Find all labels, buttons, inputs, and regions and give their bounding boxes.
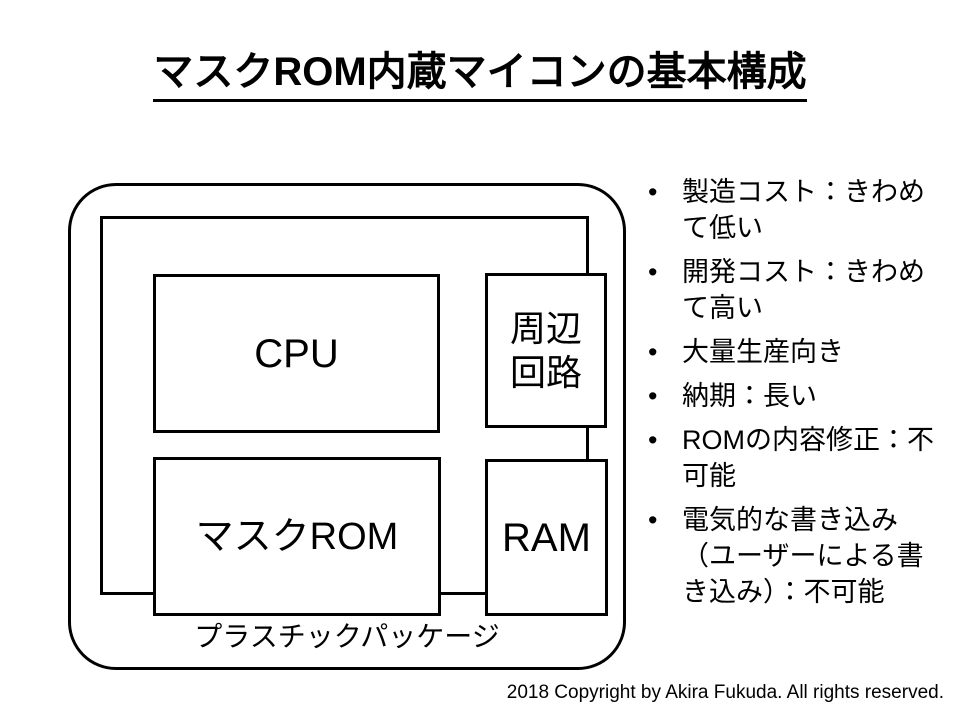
list-item: • 開発コスト：きわめて高い — [640, 254, 940, 326]
package-caption: プラスチックパッケージ — [194, 621, 500, 652]
bullet-dot-icon: • — [648, 425, 658, 455]
feature-bullet-list: • 製造コスト：きわめて低い • 開発コスト：きわめて高い • 大量生産向き •… — [640, 174, 940, 618]
block-mask-rom: マスクROM — [153, 457, 441, 616]
block-ram: RAM — [485, 459, 608, 616]
title-block: マスクROM内蔵マイコンの基本構成 — [0, 48, 960, 102]
list-item-label: 製造コスト：きわめて低い — [682, 177, 925, 243]
bullet-dot-icon: • — [648, 505, 658, 535]
block-cpu-label: CPU — [254, 331, 339, 376]
block-cpu: CPU — [153, 274, 440, 433]
list-item-label: ROMの内容修正：不可能 — [682, 425, 934, 491]
list-item: • 製造コスト：きわめて低い — [640, 174, 940, 246]
list-item: • 電気的な書き込み（ユーザーによる書き込み）：不可能 — [640, 502, 940, 610]
list-item-label: 納期：長い — [682, 381, 817, 411]
bullet-dot-icon: • — [648, 381, 658, 411]
list-item: • 大量生産向き — [640, 334, 940, 370]
bullet-dot-icon: • — [648, 177, 658, 207]
block-peripheral-circuit: 周辺 回路 — [485, 273, 607, 428]
block-mask-rom-label: マスクROM — [195, 515, 399, 558]
bullet-dot-icon: • — [648, 257, 658, 287]
block-ram-label: RAM — [502, 515, 591, 560]
page-title: マスクROM内蔵マイコンの基本構成 — [153, 48, 807, 102]
list-item-label: 電気的な書き込み（ユーザーによる書き込み）：不可能 — [682, 505, 924, 607]
die-outline: CPU 周辺 回路 マスクROM RAM — [100, 216, 608, 616]
copyright-notice: 2018 Copyright by Akira Fukuda. All righ… — [506, 682, 944, 703]
list-item-label: 大量生産向き — [682, 337, 844, 367]
list-item-label: 開発コスト：きわめて高い — [682, 257, 925, 323]
list-item: • ROMの内容修正：不可能 — [640, 422, 940, 494]
bullet-dot-icon: • — [648, 337, 658, 367]
block-peripheral-circuit-label: 周辺 回路 — [509, 307, 582, 393]
list-item: • 納期：長い — [640, 378, 940, 414]
microcontroller-diagram: CPU 周辺 回路 マスクROM RAM プラスチックパッケージ — [68, 183, 626, 670]
